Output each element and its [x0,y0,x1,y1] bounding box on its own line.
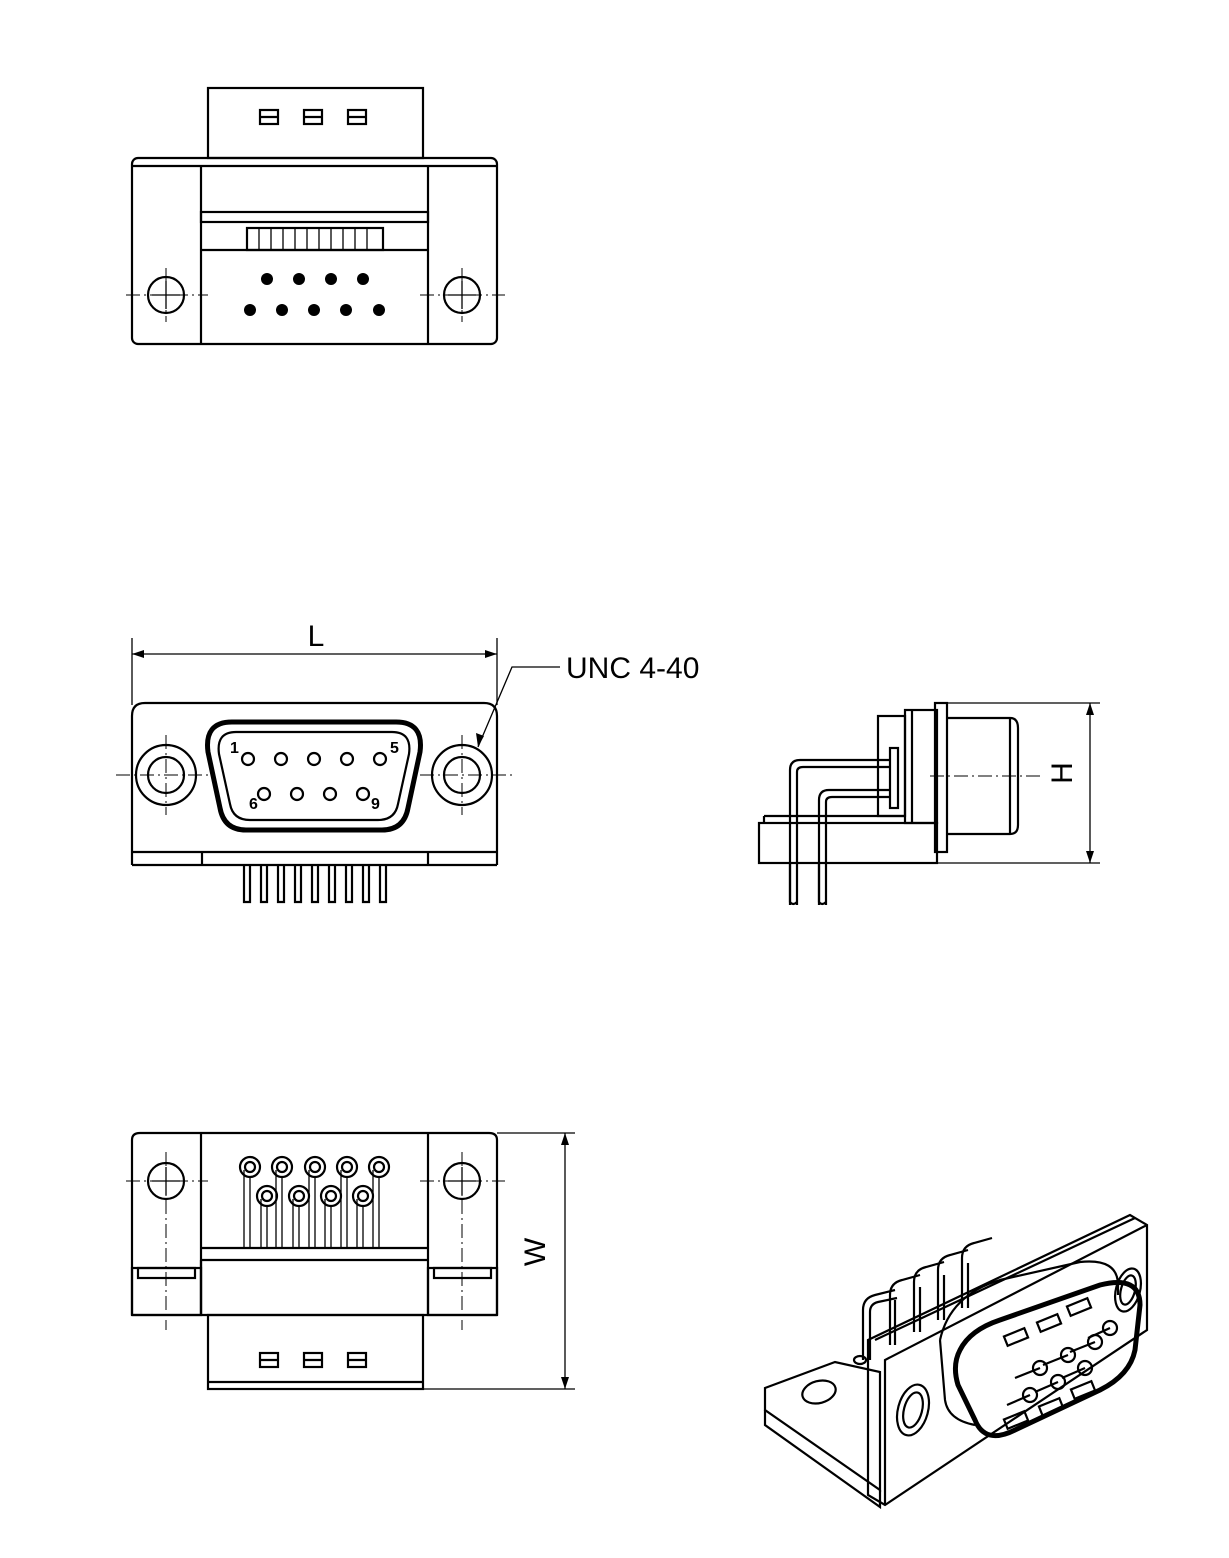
shell-slots [258,108,368,126]
side-view: H [757,701,1100,906]
isometric-view [763,1213,1149,1510]
solder-points [244,273,385,316]
d-sub-shell [205,719,423,833]
bent-pins [238,1155,391,1248]
top-view [126,86,505,346]
bottom-view: W [126,1131,575,1391]
isometric-rear-pins [861,1236,993,1360]
pin-holes [240,751,388,802]
pin-6-label: 6 [249,796,258,813]
width-dimension: W [423,1132,575,1390]
length-dimension: L [131,620,498,705]
height-dimension: H [937,702,1100,864]
front-view: L UNC 4-40 1 5 [116,620,699,904]
thread-callout: UNC 4-40 [476,652,699,748]
pcb-pins [242,865,388,904]
isometric-contacts [1002,1296,1119,1431]
height-label: H [1046,762,1079,784]
pin-comb [245,226,385,252]
pin-5-label: 5 [390,740,399,757]
pin-9-label: 9 [371,796,380,813]
shell-slots-bottom [258,1351,368,1369]
width-label: W [519,1237,552,1266]
pin-1-label: 1 [230,740,239,757]
length-label: L [308,620,325,653]
thread-label: UNC 4-40 [566,652,699,685]
